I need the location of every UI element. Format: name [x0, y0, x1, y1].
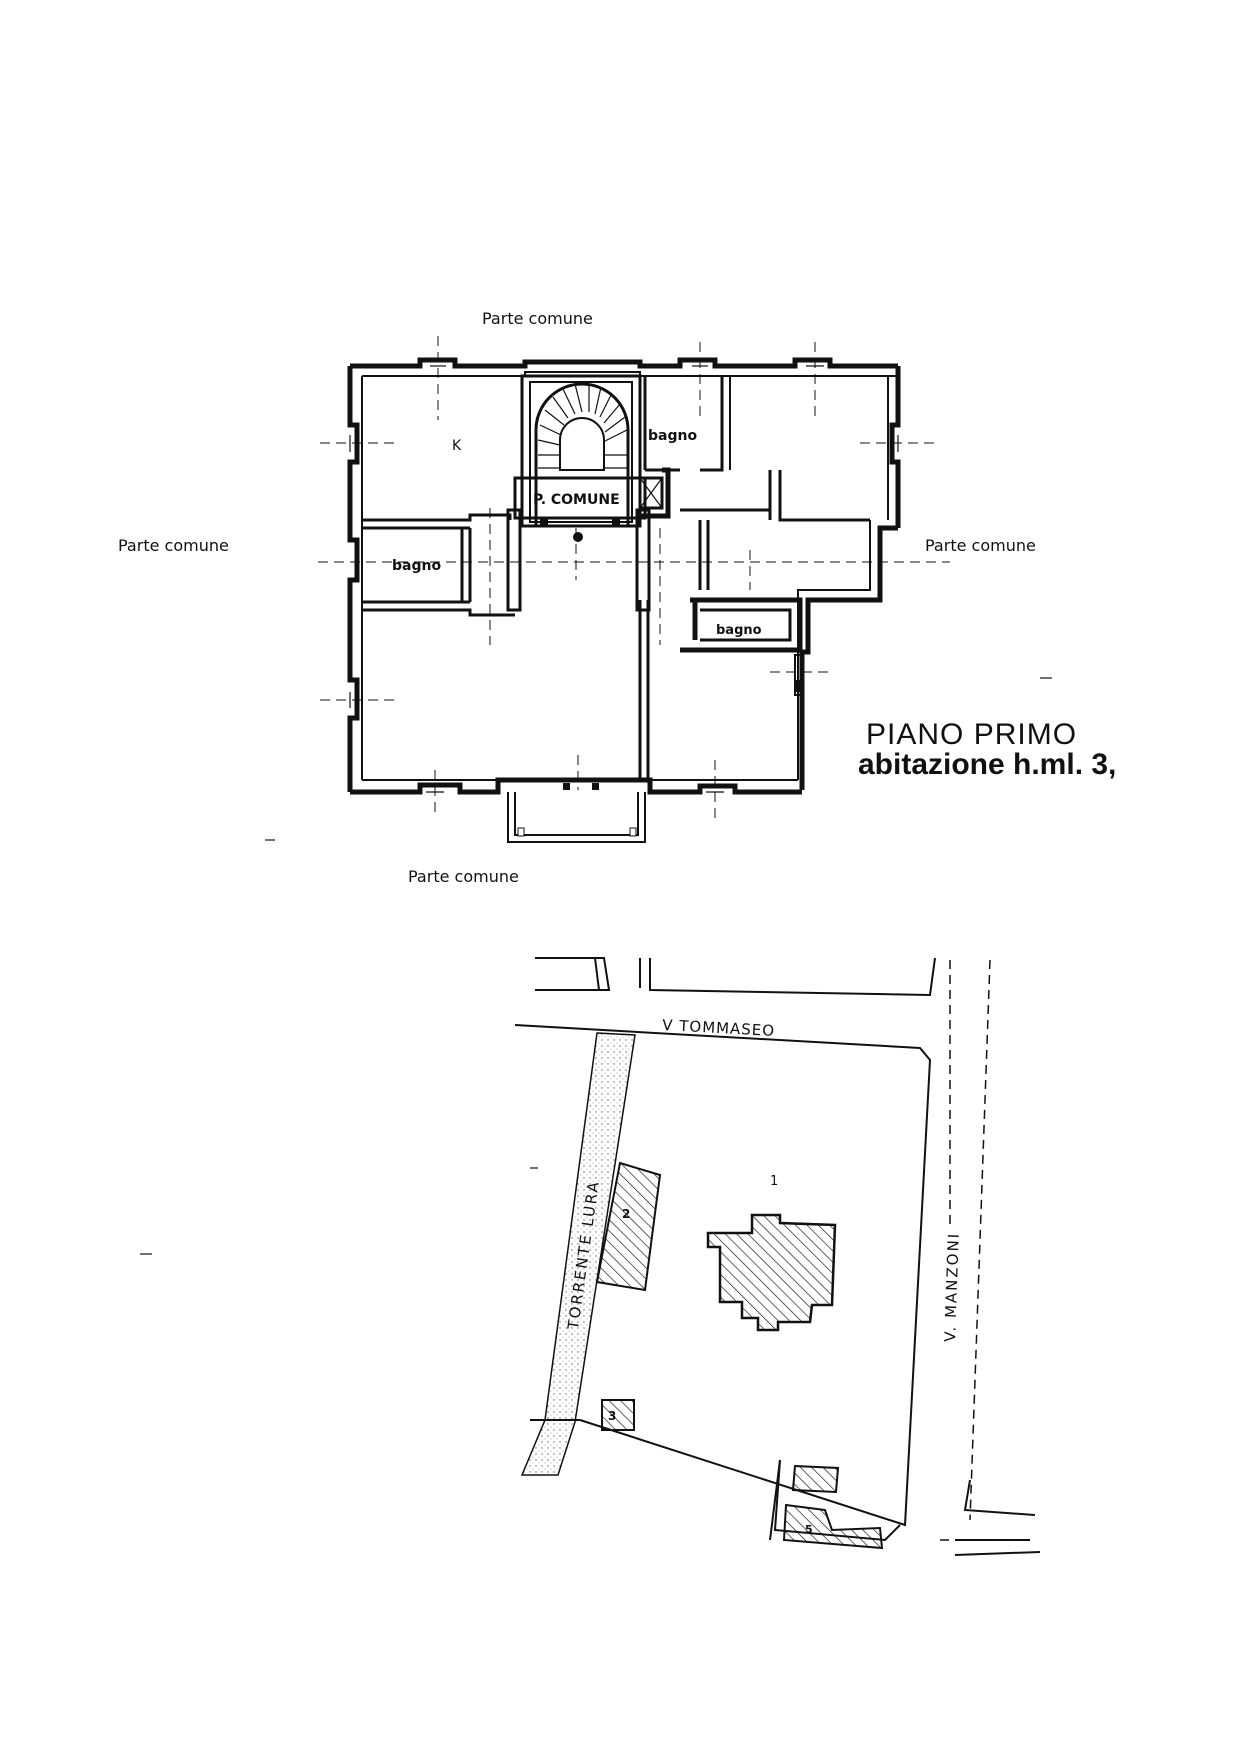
- interior-walls: [362, 374, 870, 837]
- label-bagno-center-right: bagno: [716, 623, 762, 638]
- parcel-label-5: 5: [805, 1523, 813, 1536]
- building-4: [791, 1464, 840, 1494]
- label-parte-comune-top: Parte comune: [482, 309, 593, 328]
- building-5: [782, 1503, 884, 1550]
- axis-lines: [265, 336, 1052, 841]
- label-parte-comune-left: Parte comune: [118, 536, 229, 555]
- site-plan: V TOMMASEO V. MANZONI TORRENTE LURA 1 2 …: [140, 957, 1041, 1556]
- parcel-label-2: 2: [622, 1207, 630, 1221]
- building-1: [706, 1213, 837, 1332]
- building-2: [595, 1161, 662, 1292]
- building-3: [601, 1399, 635, 1431]
- parcel-label-3: 3: [608, 1409, 616, 1423]
- label-parte-comune-bottom: Parte comune: [408, 867, 519, 886]
- label-parte-comune-right: Parte comune: [925, 536, 1036, 555]
- label-p-comune: P. COMUNE: [533, 492, 620, 508]
- stair-treads: [537, 383, 628, 469]
- label-bagno-top-right: bagno: [648, 428, 697, 444]
- label-bagno-left: bagno: [392, 558, 441, 574]
- plan-title-line2: abitazione h.ml. 3,: [858, 748, 1116, 781]
- street-label-tommaseo: V TOMMASEO: [662, 1016, 776, 1040]
- parcel-label-1: 1: [770, 1174, 778, 1189]
- floor-plan: Parte comune Parte comune Parte comune P…: [118, 309, 1116, 886]
- plan-title-line1: PIANO PRIMO: [866, 718, 1077, 751]
- label-room-k: K: [452, 438, 462, 454]
- street-label-manzoni: V. MANZONI: [941, 1232, 963, 1343]
